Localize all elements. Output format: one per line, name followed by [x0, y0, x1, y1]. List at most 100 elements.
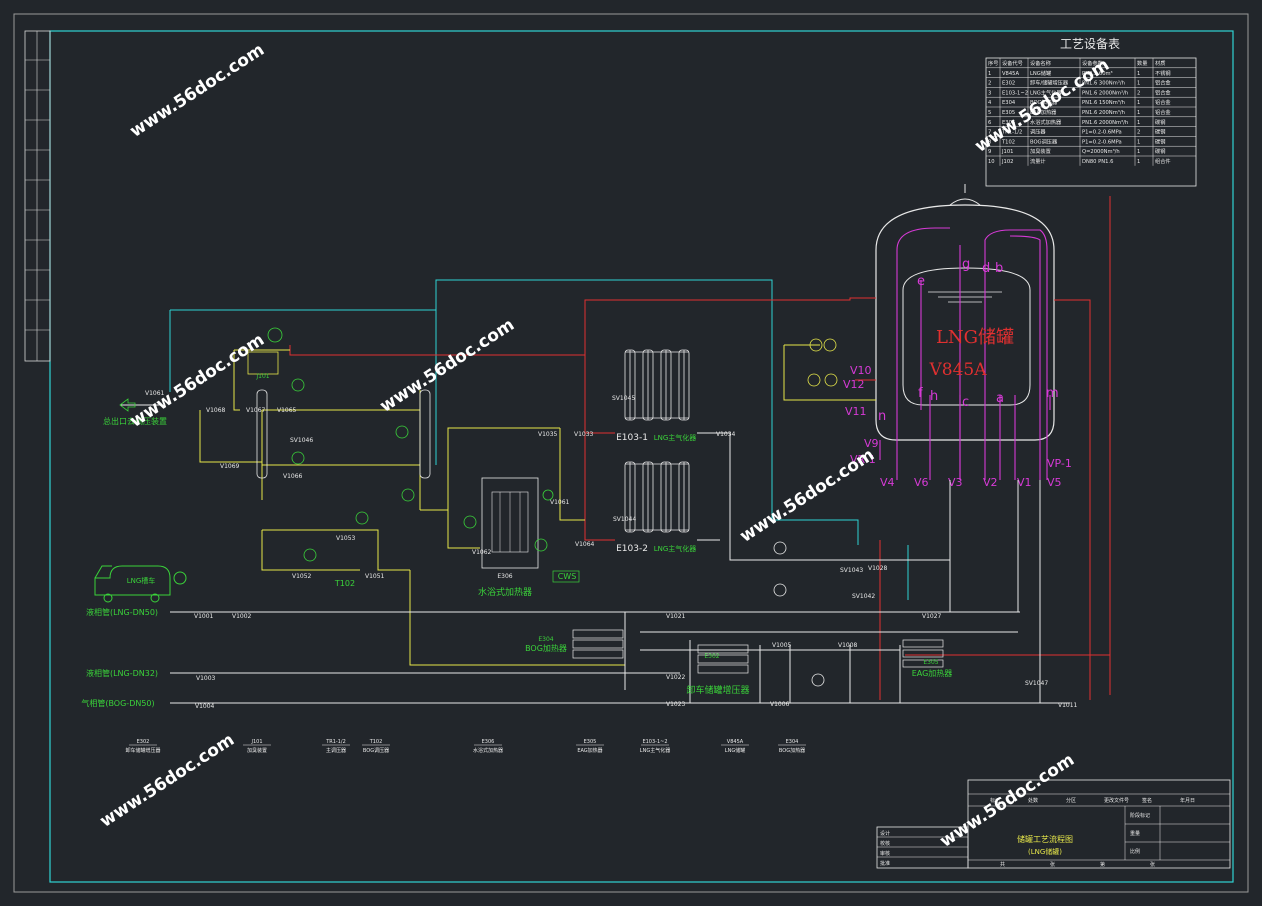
tank-valve-label: V1: [1017, 476, 1032, 489]
drawing-title: 储罐工艺流程图: [1017, 834, 1073, 844]
tank-valve-label: VR-1: [850, 453, 876, 466]
unload-pressurizer-tag: E302: [704, 653, 719, 660]
equipment-table-cell: 1: [1137, 139, 1140, 145]
equipment-table-cell: 1: [988, 71, 991, 77]
equipment-table-cell: TR1-1/2: [1001, 130, 1022, 136]
equipment-name-label: 水浴式加热器: [473, 747, 503, 754]
equipment-name-label: BOG调压器: [363, 747, 389, 754]
valve-tag: V1062: [472, 549, 492, 556]
tank-nozzle-label: f: [918, 386, 923, 401]
equipment-table-cell: BOG调压器: [1030, 137, 1058, 145]
tank-nozzle-label: e: [917, 274, 925, 289]
liquid-pipe-small-label: 液相管(LNG-DN32): [86, 668, 158, 678]
valve-tag: V1065: [277, 407, 297, 414]
vaporizer1-tag: E103-1: [616, 433, 648, 443]
equipment-table-header-cell: 数量: [1137, 59, 1147, 67]
equipment-tag-label: V845A: [727, 739, 744, 745]
equipment-table-cell: BOG加热器: [1030, 98, 1058, 106]
equipment-name-label: LNG储罐: [725, 747, 745, 754]
tank-nozzle-label: h: [930, 389, 938, 404]
tank-valve-label: V10: [850, 364, 872, 377]
equipment-tag-label: T102: [369, 739, 383, 745]
equipment-table-cell: 水浴式加热器: [1030, 118, 1062, 126]
valve-tag: V1023: [666, 701, 686, 708]
title-block-cell: 签名: [1142, 797, 1152, 804]
valve-tag: V1001: [194, 613, 214, 620]
equipment-table-cell: 1: [1137, 110, 1140, 116]
valve-tag: V1004: [195, 703, 215, 710]
equipment-table-cell: 铝合金: [1155, 88, 1171, 96]
equipment-name-label: 卸车储罐增压器: [125, 747, 160, 754]
title-block-right-label: 阶段标记: [1130, 812, 1150, 819]
valve-tag: V1066: [283, 473, 303, 480]
valve-tag: V1053: [336, 535, 356, 542]
tank-nozzle-label: g: [962, 257, 970, 272]
title-block-footer: 张: [1050, 861, 1055, 868]
valve-tag: V1006: [770, 701, 790, 708]
title-block-row-label: 审核: [880, 850, 890, 857]
equipment-table-cell: 碳钢: [1155, 128, 1165, 136]
equipment-table-header-cell: 材质: [1155, 59, 1165, 67]
outlet-arrow-icon: [119, 398, 136, 412]
equipment-table-cell: 2: [1137, 130, 1140, 136]
gas-pipe-label: 气相管(BOG-DN50): [81, 698, 154, 708]
valve-tag: V1051: [365, 573, 385, 580]
equipment-table-cell: 铝合金: [1155, 79, 1171, 87]
equipment-table-cell: 铝合金: [1155, 108, 1171, 116]
equipment-tag-label: TR1-1/2: [325, 739, 346, 745]
valve-tag: V1035: [538, 431, 558, 438]
equipment-table-cell: 4: [988, 100, 992, 106]
tank-valve-label: V5: [1047, 476, 1062, 489]
watermark-text: www.56doc.com: [96, 730, 238, 832]
equipment-tag-label: E302: [137, 739, 150, 745]
valve-tag: SV1047: [1025, 680, 1048, 687]
title-block-cell: 年月日: [1180, 797, 1195, 804]
equipment-table-cell: 9: [988, 149, 991, 155]
valve-tag: V1005: [772, 642, 792, 649]
lng-truck-icon: [94, 565, 187, 603]
title-block-footer: 共: [1000, 861, 1005, 868]
title-block: 储罐工艺流程图 (LNG储罐) 标记处数分区更改文件号签名年月日设计校核审核批准…: [876, 779, 1231, 869]
valve-tag: V1008: [838, 642, 858, 649]
title-block-cell: 处数: [1028, 797, 1038, 804]
title-block-cell: 分区: [1066, 797, 1076, 804]
valve-tag: V1002: [232, 613, 252, 620]
equipment-table-cell: J102: [1001, 159, 1013, 165]
equipment-table-cell: 碳钢: [1155, 118, 1165, 126]
equipment-table-cell: 碳钢: [1155, 137, 1165, 145]
equipment-table-cell: E302: [1002, 81, 1015, 87]
tank-nozzle-label: m: [1046, 386, 1059, 401]
equipment-table-cell: 碳钢: [1155, 147, 1165, 155]
equipment-table-cell: T102: [1001, 139, 1015, 145]
valve-tag: SV1042: [852, 593, 875, 600]
title-block-right-label: 重量: [1130, 830, 1140, 837]
valve-tag: SV1043: [840, 567, 863, 574]
equipment-table-cell: Q=2000Nm³/h: [1082, 149, 1120, 155]
title-block-footer: 张: [1150, 861, 1155, 868]
equipment-table-cell: LNG主气化器: [1030, 88, 1062, 96]
vaporizer2-label: LNG主气化器: [654, 544, 697, 553]
equipment-tag-label: E103-1~2: [642, 739, 667, 745]
equipment-table-header-cell: 设备名称: [1030, 59, 1051, 67]
equipment-table-cell: 2: [1137, 90, 1140, 96]
equipment-table-cell: EAG加热器: [1030, 108, 1057, 116]
equipment-table-cell: E305: [1002, 110, 1015, 116]
valve-tag: V1034: [716, 431, 736, 438]
valve-tag: V1011: [1058, 702, 1078, 709]
water-bath-tag: E306: [497, 573, 512, 580]
equipment-table-cell: 6: [988, 120, 991, 126]
equipment-table-cell: PN0.3 60m³: [1082, 71, 1113, 77]
watermark-text: www.56doc.com: [126, 330, 268, 432]
tank-valve-label: VP-1: [1047, 457, 1072, 470]
valve-tag: V1068: [206, 407, 226, 414]
equipment-table-cell: E306: [1002, 120, 1015, 126]
equipment-table-cell: 不锈钢: [1155, 69, 1171, 77]
tank-valve-label: V6: [914, 476, 929, 489]
water-bath-label: 水浴式加热器: [478, 586, 532, 598]
equipment-table-cell: PN1.6 300Nm³/h: [1082, 81, 1125, 87]
tank-valve-label: V3: [948, 476, 963, 489]
equipment-table-cell: 1: [1137, 159, 1140, 165]
pipelines: [120, 196, 1111, 704]
